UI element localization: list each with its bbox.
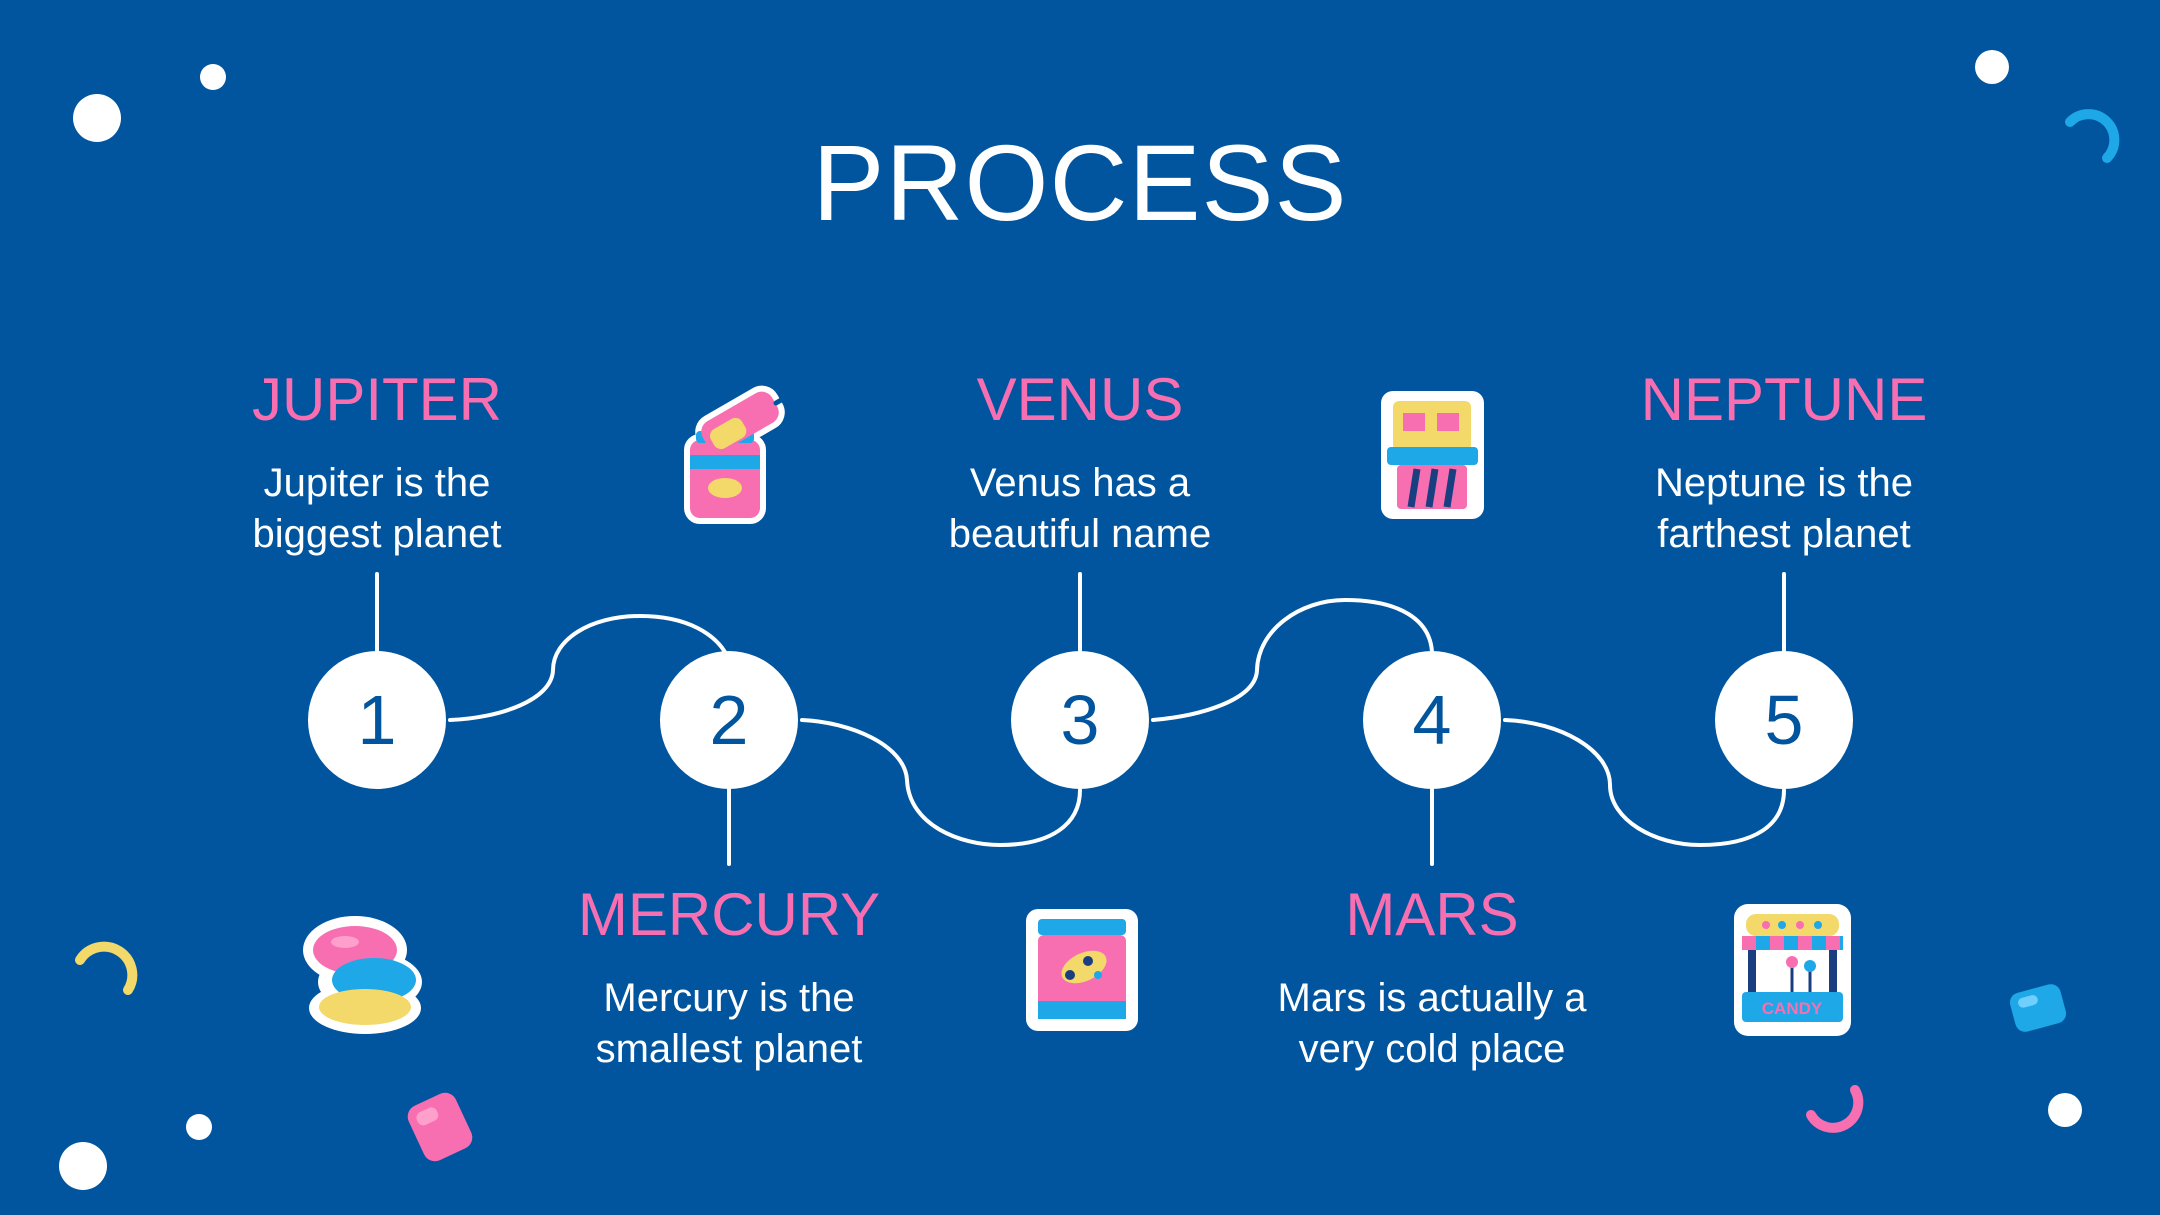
candy-stand-icon: CANDY: [1734, 904, 1851, 1036]
gum-decoration-pink: [407, 1092, 473, 1162]
dot-decoration: [200, 64, 226, 90]
step-4-circle: 4: [1363, 651, 1501, 789]
arc-decoration-yellow: [75, 941, 138, 995]
step-3-description: Venus has a beautiful name: [870, 458, 1290, 560]
step-2-description: Mercury is the smallest planet: [519, 973, 939, 1075]
candy-jar-icon: [1026, 909, 1138, 1031]
honey-jar-icon: [684, 385, 798, 524]
gum-decoration-cyan: [2009, 984, 2067, 1032]
step-4-description: Mars is actually a very cold place: [1222, 973, 1642, 1075]
step-5-desc-line1: Neptune is the: [1655, 461, 1913, 505]
step-3-desc-line2: beautiful name: [948, 512, 1212, 556]
step-4-desc-line1: Mars is actually a: [1277, 976, 1587, 1020]
dot-decoration: [1975, 50, 2009, 84]
wave-3-4: [1151, 597, 1434, 722]
step-5-description: Neptune is the farthest planet: [1574, 458, 1994, 560]
arc-decoration-pink: [1806, 1085, 1864, 1133]
step-2-desc-line1: Mercury is the: [603, 976, 855, 1020]
wave-1-2: [448, 613, 727, 722]
arc-decoration-cyan: [2065, 109, 2120, 163]
step-3-desc-line1: Venus has a: [969, 461, 1191, 505]
step-2-title: MERCURY: [577, 881, 881, 948]
candy-box-icon: [1381, 391, 1484, 519]
step-1-desc-line1: Jupiter is the: [263, 461, 491, 505]
step-3-title: VENUS: [976, 366, 1184, 433]
step-2-desc-line2: smallest planet: [595, 1027, 863, 1071]
step-1-circle: 1: [308, 651, 446, 789]
step-4-title: MARS: [1345, 881, 1519, 948]
dot-decoration: [2048, 1093, 2082, 1127]
candy-stand-label: CANDY: [1762, 999, 1823, 1018]
step-5-title: NEPTUNE: [1640, 366, 1928, 433]
dot-decoration: [73, 94, 121, 142]
dot-decoration: [186, 1114, 212, 1140]
step-4-desc-line2: very cold place: [1298, 1027, 1566, 1071]
step-1-description: Jupiter is the biggest planet: [167, 458, 587, 560]
wave-2-3: [800, 718, 1082, 848]
step-3-circle: 3: [1011, 651, 1149, 789]
step-5-desc-line2: farthest planet: [1657, 512, 1911, 556]
wave-4-5: [1503, 718, 1786, 848]
step-2-circle: 2: [660, 651, 798, 789]
dot-decoration: [59, 1142, 107, 1190]
jelly-beans-icon: [303, 916, 422, 1034]
step-5-circle: 5: [1715, 651, 1853, 789]
step-1-desc-line2: biggest planet: [252, 512, 502, 556]
page-title: PROCESS: [812, 122, 1348, 243]
step-1-title: JUPITER: [251, 366, 503, 433]
